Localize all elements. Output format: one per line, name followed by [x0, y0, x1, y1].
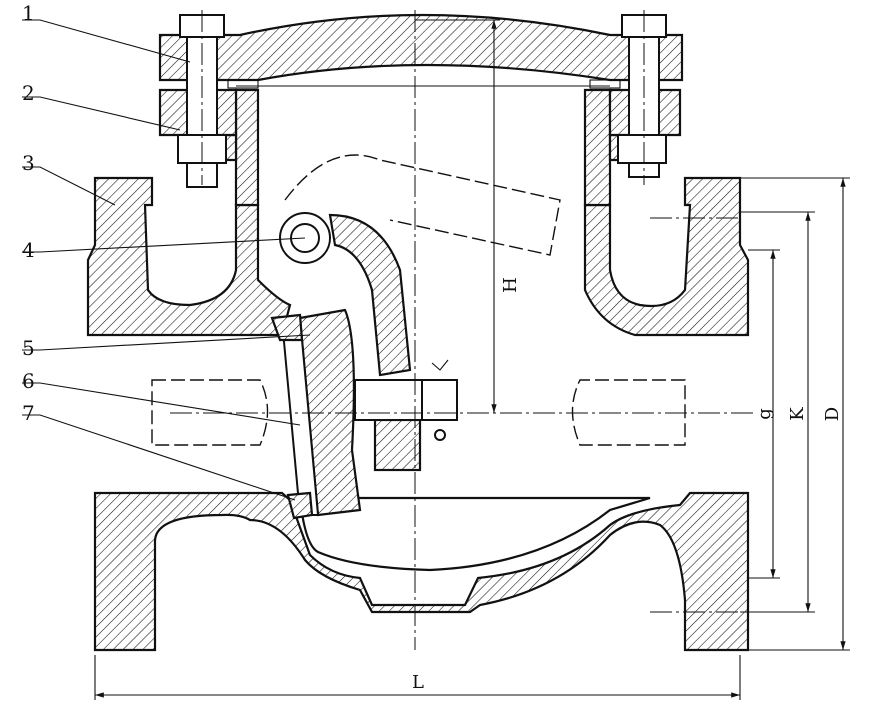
bolt-left: [177, 10, 227, 188]
part-label-4: 4: [22, 238, 35, 262]
dim-h: H: [500, 277, 521, 293]
part-label-2: 2: [22, 81, 35, 105]
dim-k: K: [787, 407, 808, 421]
dim-l: L: [412, 672, 424, 693]
port-outline-right: [571, 379, 686, 446]
part-label-6: 6: [22, 369, 35, 393]
open-position-outline: [284, 154, 561, 256]
part-label-1: 1: [22, 1, 35, 25]
dim-g: g: [754, 408, 775, 420]
bonnet: [158, 13, 684, 89]
dimension-lines: [94, 19, 850, 700]
part-label-5: 5: [22, 336, 35, 360]
disc-assembly: [270, 308, 458, 520]
part-label-3: 3: [22, 151, 35, 175]
part-leaders: [22, 19, 311, 501]
port-outline-left: [151, 379, 269, 446]
gasket: [227, 79, 259, 89]
part-label-7: 7: [22, 401, 35, 425]
dim-d: D: [822, 407, 843, 421]
bolt-right: [617, 10, 667, 185]
